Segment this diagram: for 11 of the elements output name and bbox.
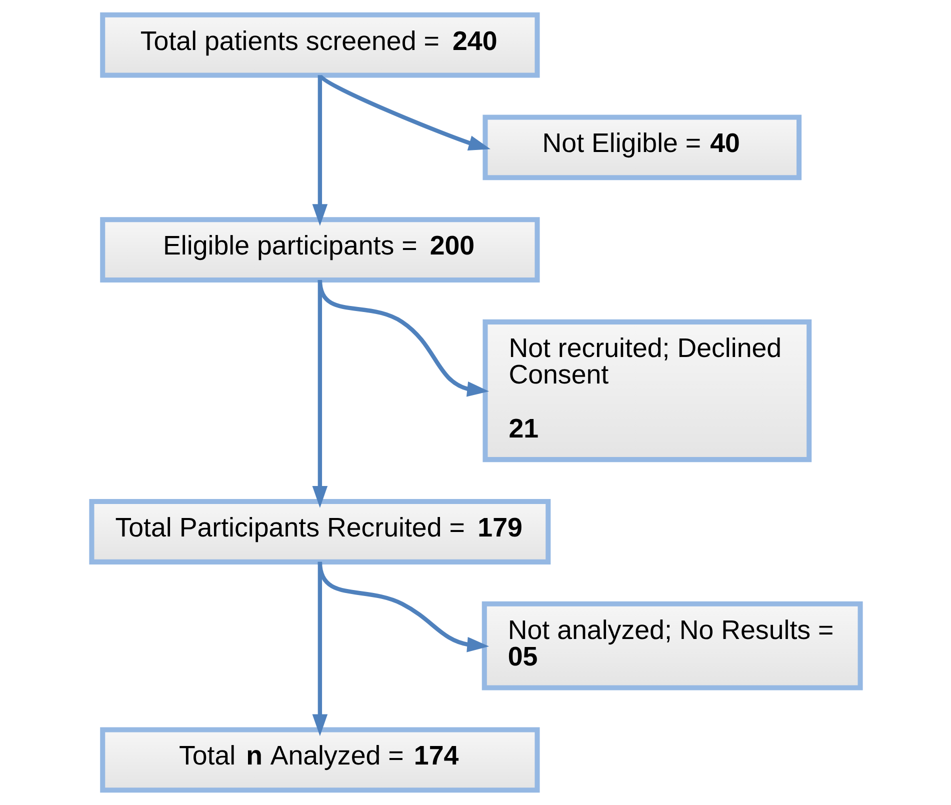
arrow	[317, 562, 489, 652]
arrow	[318, 74, 490, 150]
node-box: Not analyzed; No Results = 05	[481, 601, 862, 690]
node-box: Total Participants Recruited = 179	[88, 499, 550, 564]
node-box: Not recruited; Declined Consent 21	[482, 319, 812, 462]
arrow	[312, 75, 328, 226]
arrow	[317, 280, 489, 397]
node-box: Total patients screened = 240	[100, 12, 540, 78]
node-box: Total n Analyzed = 174	[100, 727, 540, 793]
node-box: Eligible participants = 200	[100, 217, 540, 283]
node-box: Not Eligible = 40	[482, 114, 802, 180]
